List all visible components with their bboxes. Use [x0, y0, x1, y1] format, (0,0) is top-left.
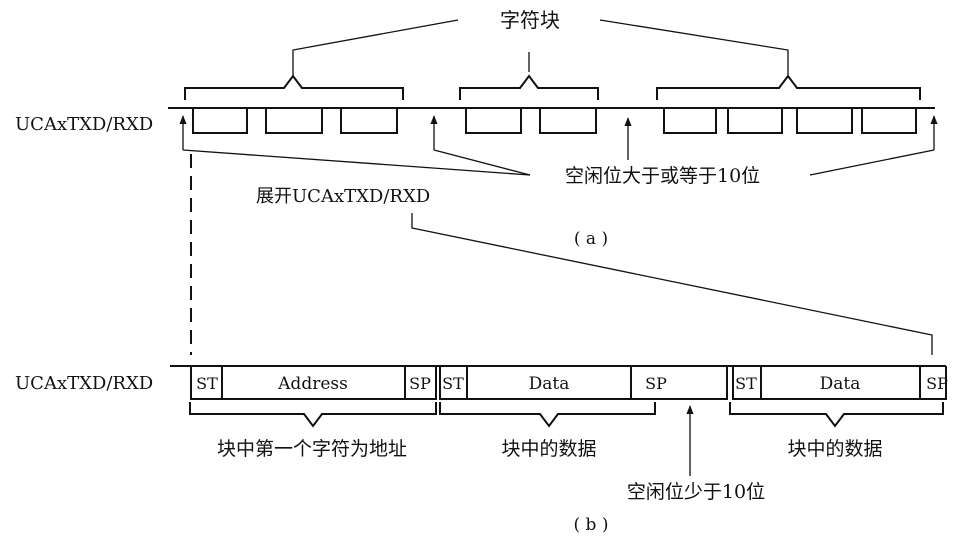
frame-1-stop-bit: SP — [409, 374, 431, 393]
frame-2-field: Data — [529, 374, 570, 394]
idle-pointer-1 — [182, 149, 531, 176]
data-field-box-1 — [466, 365, 632, 400]
brace-bottom-1 — [189, 402, 437, 428]
idle-pointer-3 — [809, 149, 935, 176]
char-box — [265, 108, 323, 134]
data-field-box-2 — [760, 365, 921, 400]
brace-block-2 — [459, 74, 599, 100]
signal-label-a: UCAxTXD/RXD — [15, 114, 153, 135]
frame-3-stop-bit: SP — [926, 374, 948, 393]
waveform — [170, 365, 947, 400]
char-box — [192, 108, 248, 134]
brace-block-3 — [656, 74, 921, 100]
idle-pointer-2 — [433, 149, 531, 176]
frame-3-field: Data — [820, 374, 861, 394]
caption-a: ( a ) — [574, 229, 608, 249]
char-box — [663, 108, 717, 134]
idle-label-a: 空闲位大于或等于10位 — [565, 165, 760, 187]
caption-b: ( b ) — [574, 515, 609, 535]
expand-label: 展开UCAxTXD/RXD — [256, 186, 430, 207]
expand-pointer-line — [411, 213, 933, 355]
frame-2-start-bit: ST — [442, 374, 464, 393]
part-b: UCAxTXD/RXD ST Address SP ST Data SP ST … — [15, 365, 948, 535]
char-box — [465, 108, 522, 134]
brace-label-2: 块中的数据 — [501, 438, 596, 460]
idle-label-b: 空闲位少于10位 — [627, 481, 765, 503]
frame-2-stop-bit: SP — [645, 374, 667, 393]
block-title: 字符块 — [500, 8, 560, 32]
address-field-box — [221, 365, 406, 400]
frame-1-field: Address — [277, 374, 348, 394]
frame-3-start-bit: ST — [735, 374, 757, 393]
brace-bottom-2 — [439, 402, 656, 428]
block-pointer-right — [599, 19, 789, 78]
brace-bottom-3 — [729, 402, 944, 428]
part-a: 字符块 UCAxTXD/RXD — [15, 8, 938, 249]
signal-label-b: UCAxTXD/RXD — [15, 373, 153, 394]
character-boxes — [192, 108, 917, 134]
char-box — [861, 108, 917, 134]
block-pointer-left — [292, 19, 459, 78]
char-box — [539, 108, 597, 134]
brace-block-1 — [184, 74, 404, 100]
char-box — [727, 108, 783, 134]
frame-1-start-bit: ST — [196, 374, 218, 393]
brace-label-3: 块中的数据 — [787, 438, 882, 460]
char-box — [340, 108, 398, 134]
brace-label-1: 块中第一个字符为地址 — [217, 438, 407, 460]
char-box — [796, 108, 853, 134]
